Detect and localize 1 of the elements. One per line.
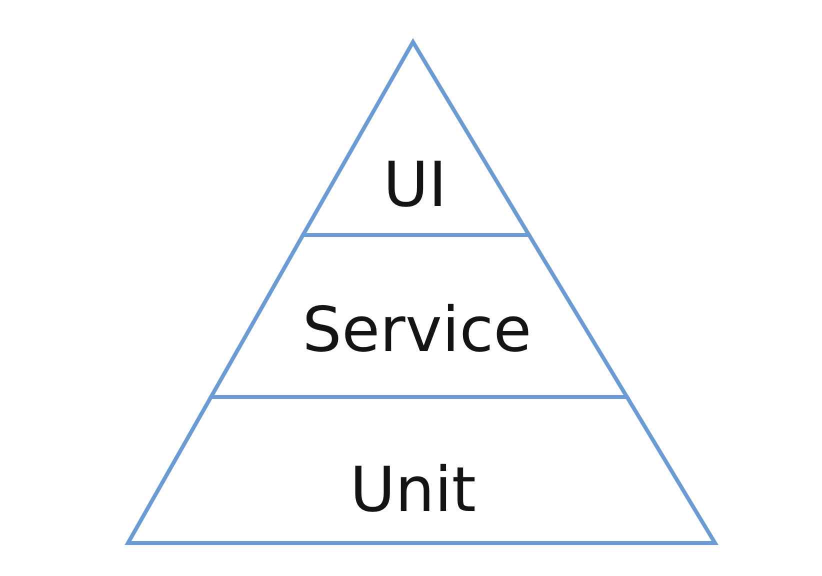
tier-label: Service xyxy=(302,299,532,361)
